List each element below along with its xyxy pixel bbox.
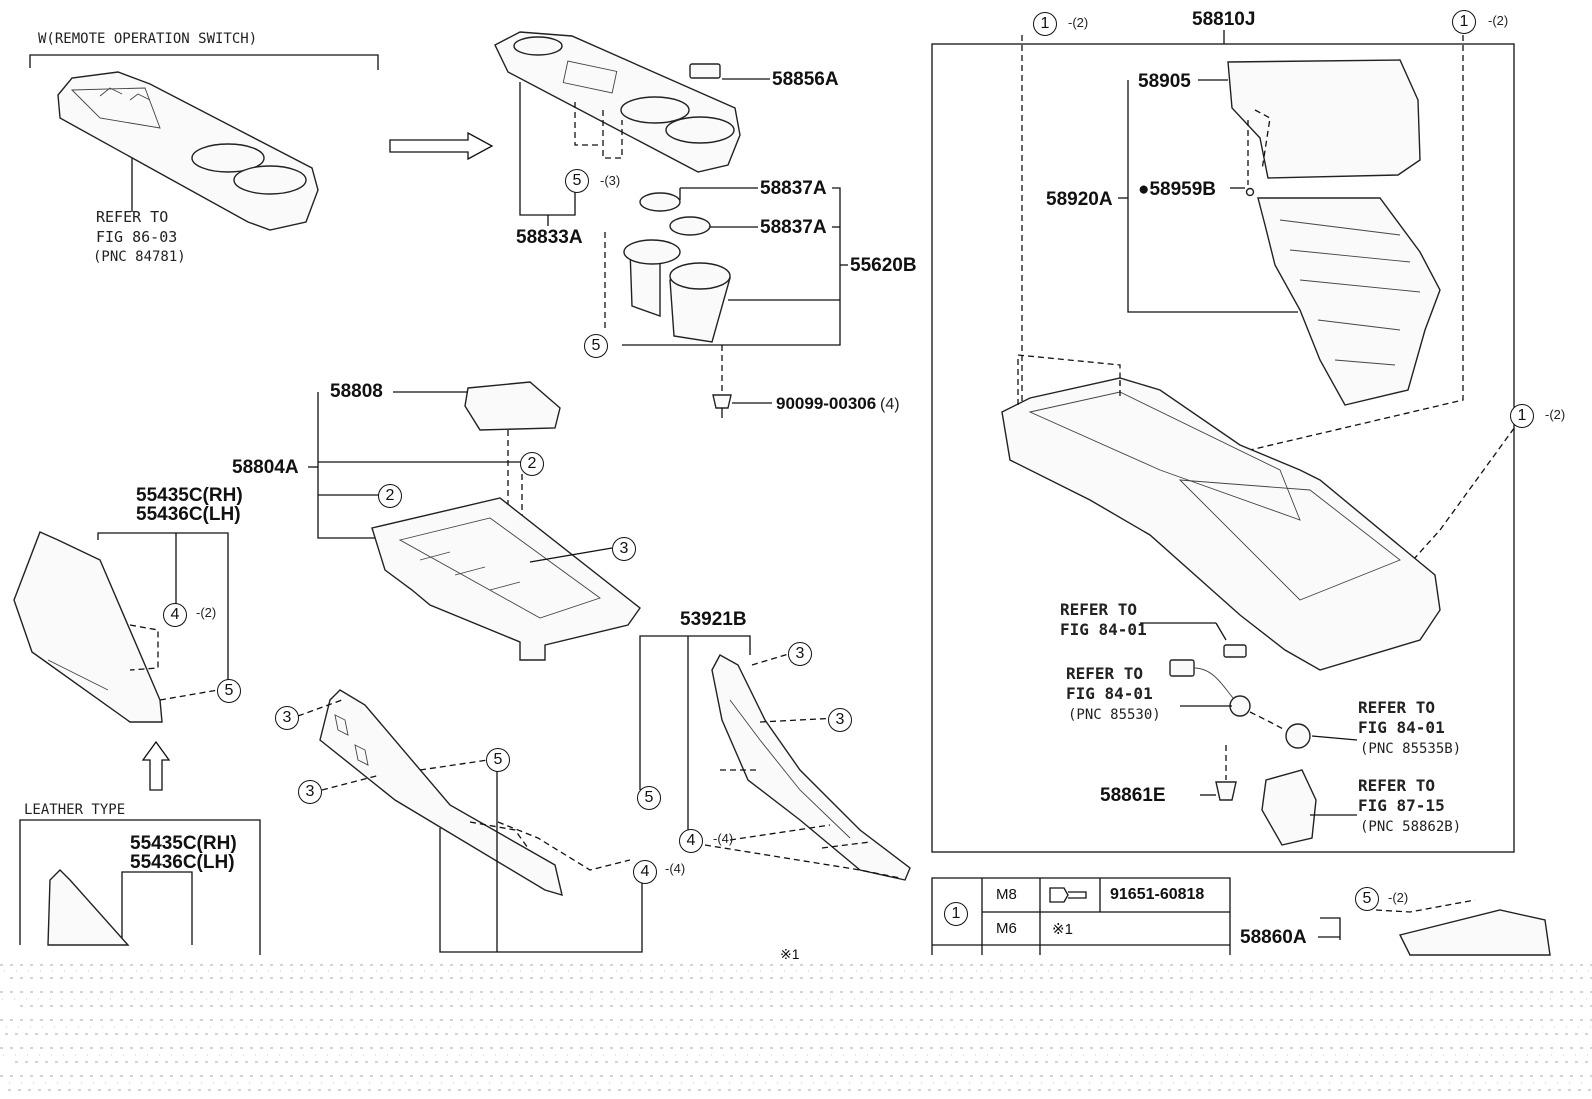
table-row1-size: M8 [996,886,1017,903]
part-55436C-lh-leather[interactable]: 55436C(LH) [130,852,235,873]
callout-4[interactable]: 4 [679,829,703,853]
callout-1[interactable]: 1 [1033,12,1057,36]
qty-callout-1-c: -(2) [1545,407,1566,422]
refer-r4-line3: (PNC 58862B) [1360,819,1462,835]
trim-panel-right-drawing [711,654,911,881]
qty-callout-5-bottom: -(2) [1388,890,1409,905]
part-58860A[interactable]: 58860A [1240,927,1307,948]
part-58861E[interactable]: 58861E [1100,785,1166,806]
callout-3[interactable]: 3 [788,642,812,666]
refer-left-line1: REFER TO [96,208,169,226]
fastener-table [931,877,1231,955]
part-53921B[interactable]: 53921B [680,609,747,630]
table-row1-part[interactable]: 91651-60818 [1110,886,1205,903]
console-remote-switch-drawing [57,71,319,231]
qty-90099: (4) [880,396,900,413]
qty-callout-1-a: -(2) [1068,15,1089,30]
callout-1[interactable]: 1 [1510,404,1534,428]
callout-5[interactable]: 5 [217,679,241,703]
part-55436C-lh-upper[interactable]: 55436C(LH) [136,504,241,525]
qty-callout-1-b: -(2) [1488,13,1509,28]
refer-r3-line3: (PNC 85535B) [1360,741,1462,757]
refer-left-line2: FIG 86-03 [96,228,178,246]
console-upper-drawing [494,31,741,173]
callout-1[interactable]: 1 [1452,10,1476,34]
callout-5[interactable]: 5 [486,748,510,772]
console-lower-frame-drawing [371,497,641,661]
callout-4[interactable]: 4 [163,603,187,627]
callout-2[interactable]: 2 [520,452,544,476]
callout-5[interactable]: 5 [584,334,608,358]
refer-r1-line2: FIG 84-01 [1060,620,1147,639]
callout-3[interactable]: 3 [275,706,299,730]
refer-r2-line2: FIG 84-01 [1066,684,1153,703]
qty-callout-4-mid: -(4) [713,831,734,846]
qty-callout-4-left: -(2) [196,605,217,620]
callout-5[interactable]: 5 [637,786,661,810]
refer-r3-line2: FIG 84-01 [1358,718,1445,737]
cup-holder-drawing [623,239,731,343]
header-remote-operation-switch: W(REMOTE OPERATION SWITCH) [38,31,258,47]
trim-panel-left-drawing [319,689,563,897]
part-58810J[interactable]: 58810J [1192,9,1256,30]
armrest-base-drawing [1257,197,1441,406]
part-58959B[interactable]: ●58959B [1138,179,1217,200]
refer-left-line3: (PNC 84781) [93,249,186,265]
qty-callout-4-right: -(4) [665,861,686,876]
note-mark: ※1 [780,946,800,962]
qty-callout-5-top: -(3) [600,173,621,188]
callout-3[interactable]: 3 [612,537,636,561]
callout-1[interactable]: 1 [944,902,968,926]
part-58837A-1[interactable]: 58837A [760,178,827,199]
callout-5[interactable]: 5 [565,169,589,193]
part-58837A-2[interactable]: 58837A [760,217,827,238]
part-55620B[interactable]: 55620B [850,255,917,276]
refer-r4-line1: REFER TO [1358,776,1436,795]
part-90099-00306[interactable]: 90099-00306 [776,394,877,413]
table-row2-note: ※1 [1052,921,1073,938]
callout-3[interactable]: 3 [298,780,322,804]
part-55435C-rh-leather[interactable]: 55435C(RH) [130,833,237,854]
callout-5[interactable]: 5 [1355,887,1379,911]
part-58856A[interactable]: 58856A [772,69,839,90]
callout-3[interactable]: 3 [828,708,852,732]
part-58920A[interactable]: 58920A [1046,189,1113,210]
refer-r1-line1: REFER TO [1060,600,1138,619]
console-box-drawing [1001,377,1441,671]
part-55435C-rh-upper[interactable]: 55435C(RH) [136,485,243,506]
part-58808[interactable]: 58808 [330,381,383,402]
refer-r4-line2: FIG 87-15 [1358,796,1445,815]
callout-4[interactable]: 4 [633,860,657,884]
refer-r2-line1: REFER TO [1066,664,1144,683]
part-58833A[interactable]: 58833A [516,227,583,248]
header-leather-type: LEATHER TYPE [24,802,126,818]
refer-r3-line1: REFER TO [1358,698,1436,717]
part-58804A[interactable]: 58804A [232,457,299,478]
part-58905[interactable]: 58905 [1138,71,1191,92]
table-row2-size: M6 [996,920,1017,937]
refer-r2-line3: (PNC 85530) [1068,707,1161,723]
callout-2[interactable]: 2 [378,484,402,508]
side-panel-drawing [13,531,163,723]
